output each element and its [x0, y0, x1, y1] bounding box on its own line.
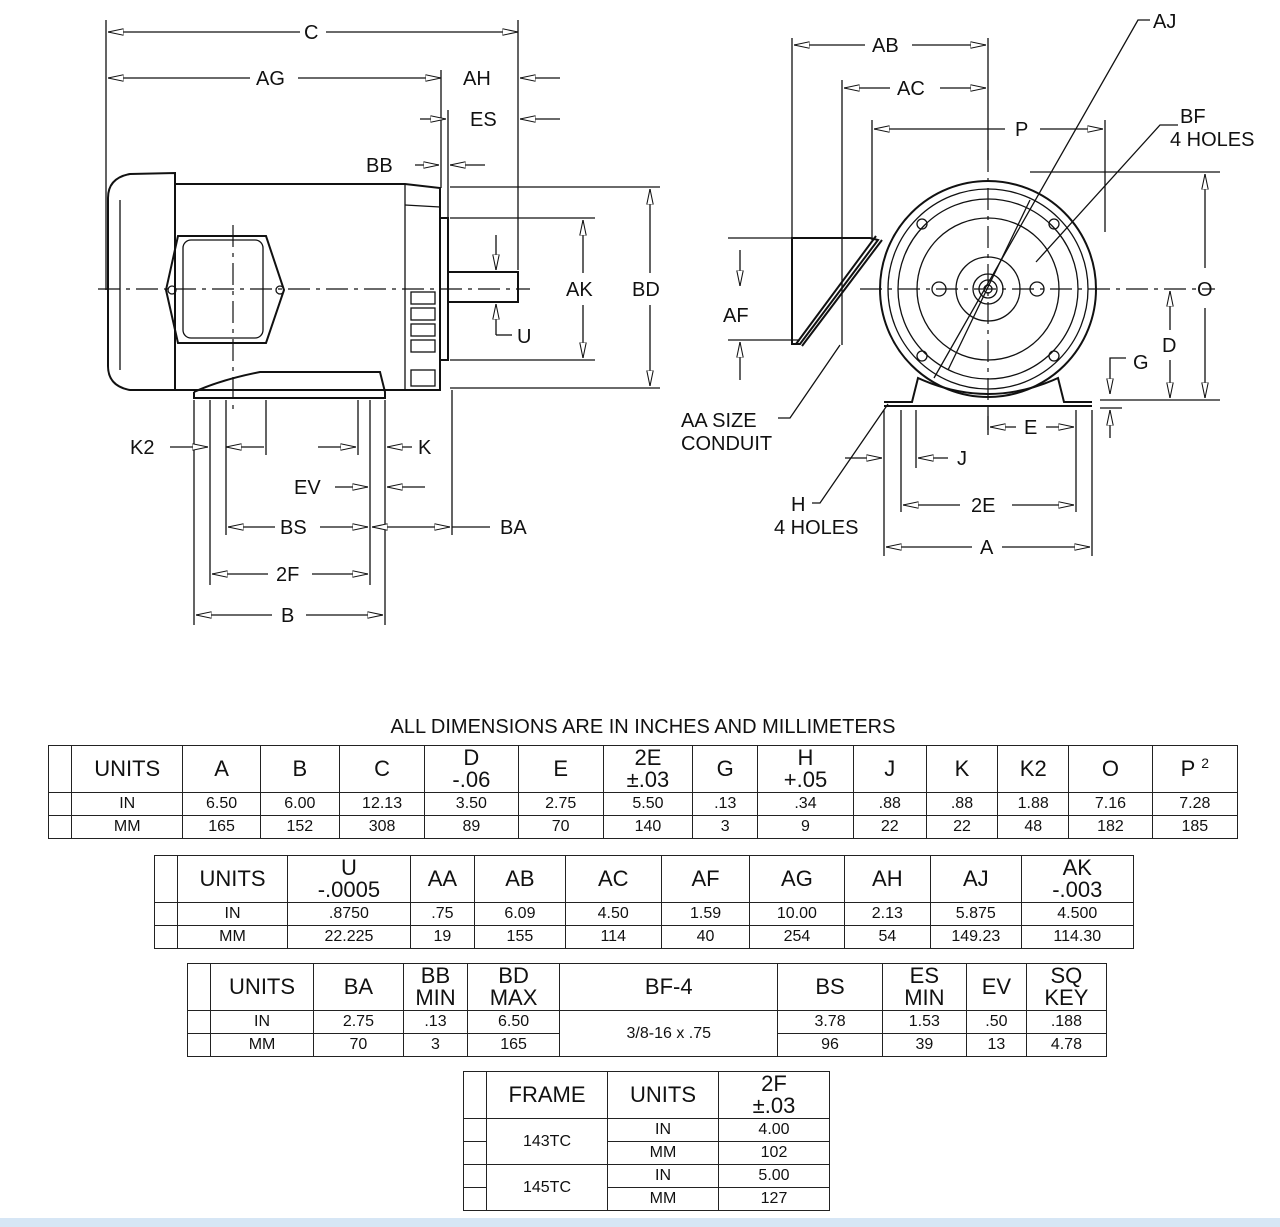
dim-label-bf-holes: 4 HOLES	[1170, 129, 1254, 151]
dim-label-bb: BB	[366, 155, 393, 177]
end-view: AJ AB AC P BF 4 HOLES O AF D G AA SIZE C…	[681, 11, 1254, 559]
header-cell: BF-4	[559, 963, 779, 1011]
dimension-table-1: UNITS A B C D-.06 E 2E±.03 G H+.05 J K K…	[47, 745, 1239, 839]
header-cell: J	[852, 745, 927, 793]
header-cell: K2	[997, 745, 1070, 793]
dim-label-aj: AJ	[1153, 11, 1176, 33]
header-cell: K	[925, 745, 999, 793]
table-row: MM 22.225 19 155 114 40 254 54 149.23 11…	[154, 925, 1135, 949]
header-cell: U-.0005	[287, 855, 411, 903]
dim-label-ah: AH	[463, 68, 491, 90]
dim-label-d: D	[1162, 335, 1176, 357]
table-row: IN 6.50 6.00 12.13 3.50 2.75 5.50 .13 .3…	[47, 792, 1239, 816]
header-cell: 2E±.03	[602, 745, 694, 793]
row-gutter	[47, 745, 73, 793]
dim-label-b: B	[281, 605, 294, 627]
header-cell: E	[517, 745, 604, 793]
table-row: 145TC IN 5.00	[463, 1164, 830, 1211]
frame-name: 145TC	[486, 1164, 608, 1211]
dim-label-2f: 2F	[276, 564, 299, 586]
dim-label-c: C	[304, 22, 318, 44]
dim-label-k: K	[418, 437, 432, 459]
dim-label-g: G	[1133, 352, 1149, 374]
header-cell: AG	[749, 855, 845, 903]
dim-label-ag: AG	[256, 68, 285, 90]
header-cell: BS	[777, 963, 883, 1011]
dim-label-e: E	[1024, 417, 1037, 439]
header-cell: UNITS	[71, 745, 184, 793]
viewer-bottom-bar	[0, 1218, 1280, 1227]
dim-label-u: U	[517, 326, 531, 348]
header-cell: FRAME	[486, 1071, 608, 1119]
table-row: MM 127	[463, 1187, 830, 1211]
table-row: 143TC IN 4.00	[463, 1118, 830, 1165]
dim-label-af: AF	[723, 305, 749, 327]
dim-label-h-holes: 4 HOLES	[774, 517, 858, 539]
dim-label-o: O	[1197, 279, 1213, 301]
dim-label-2e: 2E	[971, 495, 995, 517]
dim-label-j: J	[957, 448, 967, 470]
frame-name: 143TC	[486, 1118, 608, 1165]
header-cell: O	[1068, 745, 1153, 793]
table-row: MM 102	[463, 1141, 830, 1165]
header-cell: H+.05	[757, 745, 854, 793]
header-cell: B	[259, 745, 340, 793]
header-cell: UNITS	[210, 963, 314, 1011]
dim-label-k2: K2	[130, 437, 154, 459]
header-cell: AF	[660, 855, 751, 903]
side-view: C AG AH ES BB AK BD U K2 K EV BS BA 2F B	[98, 20, 660, 627]
motor-dimension-drawing: C AG AH ES BB AK BD U K2 K EV BS BA 2F B	[98, 11, 1254, 627]
header-cell: AJ	[930, 855, 1022, 903]
header-cell: AH	[843, 855, 932, 903]
frame-table: FRAME UNITS 2F±.03 143TC IN 4.00 MM 102 …	[463, 1071, 830, 1211]
dim-label-h: H	[791, 494, 805, 516]
bf4-value: 3/8-16 x .75	[559, 1010, 779, 1057]
table-row: MM 165 152 308 89 70 140 3 9 22 22 48 18…	[47, 815, 1239, 839]
header-cell: AA	[409, 855, 476, 903]
dimensions-note: ALL DIMENSIONS ARE IN INCHES AND MILLIME…	[390, 716, 896, 738]
table-row: IN .8750 .75 6.09 4.50 1.59 10.00 2.13 5…	[154, 902, 1135, 926]
header-cell: AK-.003	[1020, 855, 1135, 903]
header-cell: G	[692, 745, 759, 793]
header-cell: BA	[312, 963, 405, 1011]
dim-label-conduit: CONDUIT	[681, 433, 772, 455]
header-cell: D-.06	[424, 745, 519, 793]
dim-label-a: A	[980, 537, 994, 559]
header-cell: C	[338, 745, 426, 793]
dim-label-bd: BD	[632, 279, 660, 301]
header-cell: UNITS	[176, 855, 289, 903]
header-cell: AB	[474, 855, 566, 903]
header-cell: A	[182, 745, 261, 793]
dim-label-es: ES	[470, 109, 497, 131]
table-row: MM 70 3 165 96 39 13 4.78	[186, 1033, 1108, 1057]
dim-label-ak: AK	[566, 279, 593, 301]
header-cell: UNITS	[607, 1071, 719, 1119]
dim-label-bf: BF	[1180, 106, 1206, 128]
header-cell: AC	[564, 855, 662, 903]
dim-label-bs: BS	[280, 517, 307, 539]
dim-label-aa-size: AA SIZE	[681, 410, 757, 432]
footnote-marker: 2	[1201, 755, 1210, 771]
dim-label-ba: BA	[500, 517, 527, 539]
dim-label-p: P	[1015, 119, 1028, 141]
dimension-table-2: UNITS U-.0005 AA AB AC AF AG AH AJ AK-.0…	[154, 855, 1135, 949]
dim-label-ab: AB	[872, 35, 899, 57]
header-cell: 2F±.03	[718, 1071, 830, 1119]
dim-label-ac: AC	[897, 78, 925, 100]
header-cell: EV	[965, 963, 1027, 1011]
dim-label-ev: EV	[294, 477, 321, 499]
table-row: IN 2.75 .13 6.50 3/8-16 x .75 3.78 1.53 …	[186, 1010, 1108, 1057]
